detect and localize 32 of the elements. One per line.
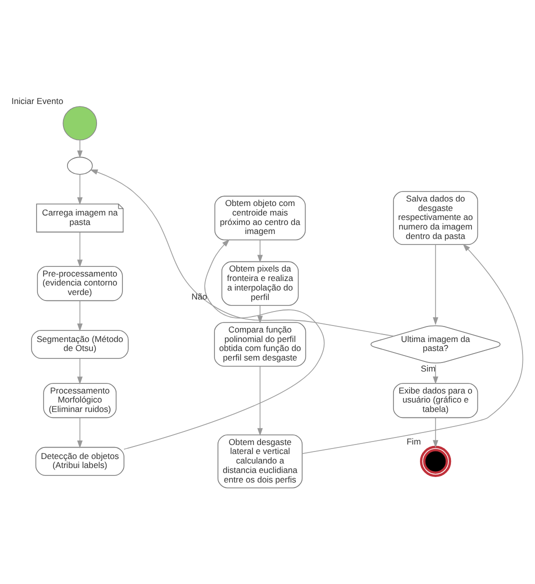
arrow [124,238,325,450]
arrow [77,358,83,384]
node-box: Detecção de objetos (Atribui labels) [35,446,124,476]
arrow [302,243,524,454]
arrow [90,168,394,336]
node-box: Processamento Morfológico (Eliminar ruidos) [43,382,117,418]
node-box: Compara função polinomial do perfil obtida com função do perfil sem desgaste [214,322,306,366]
node-box: Obtem pixels da fronteira e realiza a interpolação do perfil [221,260,299,306]
arrow [432,364,438,384]
node-circle [62,106,98,140]
arrow [77,139,83,158]
node-box: Obtem desgaste lateral e vertical calculando a distancia euclidiana entre os dois perfis [218,434,303,488]
arrow [77,174,83,205]
arrow [77,416,83,448]
arrow [257,239,263,262]
node-box: Salva dados do desgaste respectivamente ao numero da imagem dentro da pasta [393,190,478,244]
arrow [257,304,263,324]
arrow [257,365,263,436]
arrow [77,231,83,267]
node-box: Pre-processamento (evidencia contorno verde) [37,265,123,301]
edge-label: Não [191,291,208,302]
node-circle [420,445,452,476]
edge-label: Sim [420,363,436,374]
arrow [432,416,438,448]
node-box: Segmentação (Método de Otsu) [31,329,129,358]
node-label: Iniciar Evento [11,95,64,106]
node-box: Exibe dados para o usuário (gráfico e tabela) [393,382,478,418]
node-label: Fim [406,436,421,446]
node-box: Obtem objeto com centroide mais próximo ao centro da imagem [214,195,306,240]
arrow [77,300,83,331]
node-circle [67,156,93,174]
arrow [432,244,438,325]
